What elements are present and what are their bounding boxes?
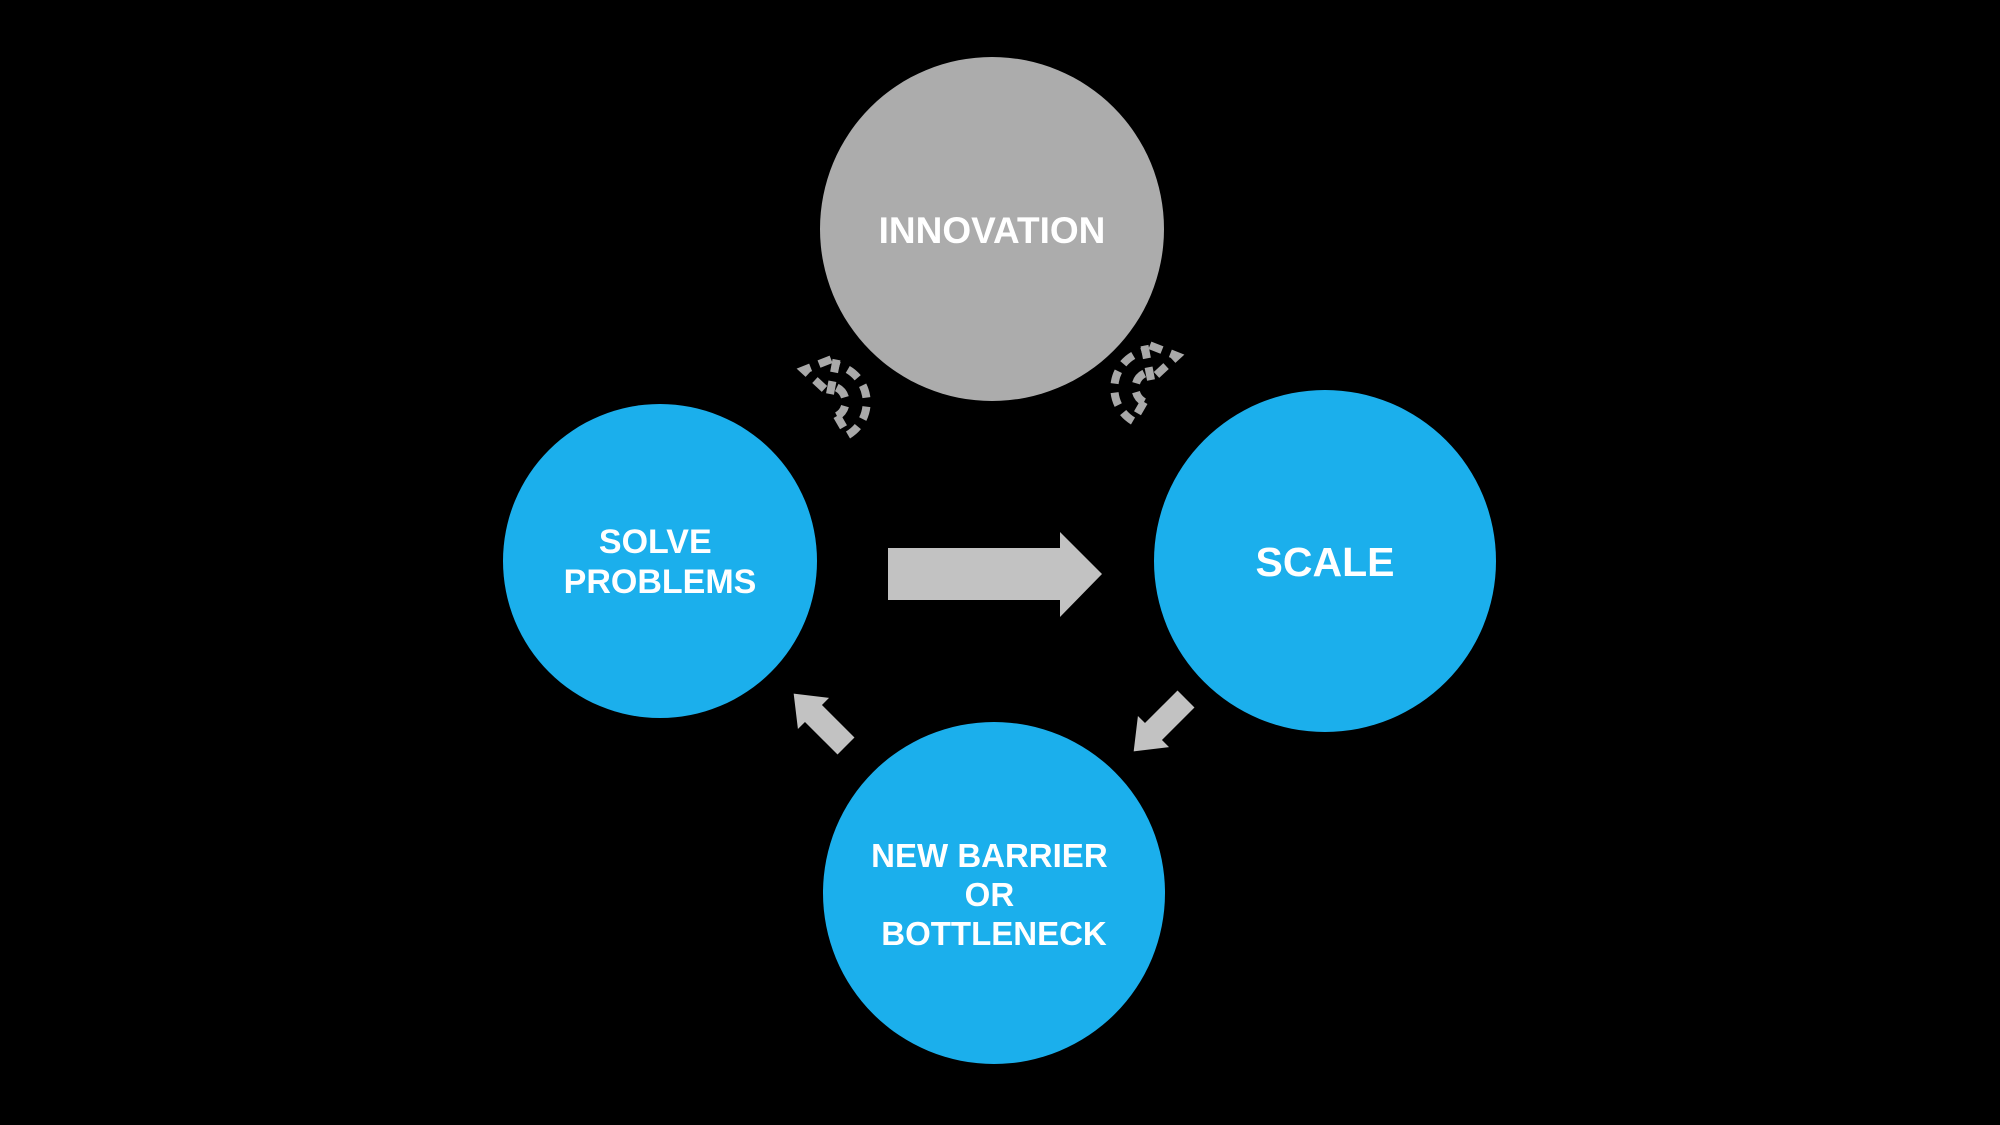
node-innovation: INNOVATION — [820, 57, 1164, 401]
innovation-circle — [820, 57, 1164, 401]
new-barrier-label-line2: OR — [965, 876, 1015, 913]
scale-label: SCALE — [1256, 539, 1395, 585]
dashed-arrow-left-tail — [833, 413, 852, 438]
arrow-scale-to-new-barrier — [1133, 690, 1195, 752]
solve-problems-label-line2: PROBLEMS — [564, 563, 757, 601]
solve-problems-label: SOLVE PROBLEMS — [564, 523, 757, 601]
dashed-arrow-left-inner-arc — [831, 382, 850, 420]
dashed-arrow-left-head — [796, 350, 843, 402]
innovation-label: INNOVATION — [879, 210, 1106, 251]
dashed-arrow-right-tail — [1129, 399, 1148, 424]
dashed-arrow-innovation-left — [796, 350, 871, 439]
new-barrier-label: NEW BARRIER OR BOTTLENECK — [871, 837, 1117, 952]
dashed-arrow-left-outer-arc — [835, 361, 871, 439]
dashed-arrow-right-head — [1138, 336, 1185, 388]
new-barrier-label-line1: NEW BARRIER — [871, 837, 1108, 874]
node-solve-problems: SOLVE PROBLEMS — [503, 404, 817, 718]
dashed-arrow-right-inner-arc — [1131, 368, 1150, 406]
solve-problems-circle — [503, 404, 817, 718]
new-barrier-circle — [823, 722, 1165, 1064]
solve-problems-label-line1: SOLVE — [599, 523, 712, 561]
new-barrier-label-line3: BOTTLENECK — [881, 915, 1107, 952]
arrow-new-barrier-to-solve — [793, 693, 855, 755]
scale-circle — [1154, 390, 1496, 732]
node-new-barrier: NEW BARRIER OR BOTTLENECK — [823, 722, 1165, 1064]
dashed-arrow-right-outer-arc — [1110, 347, 1146, 425]
arrow-solve-to-scale — [888, 532, 1102, 617]
node-scale: SCALE — [1154, 390, 1496, 732]
dashed-arrow-innovation-right — [1110, 336, 1185, 425]
